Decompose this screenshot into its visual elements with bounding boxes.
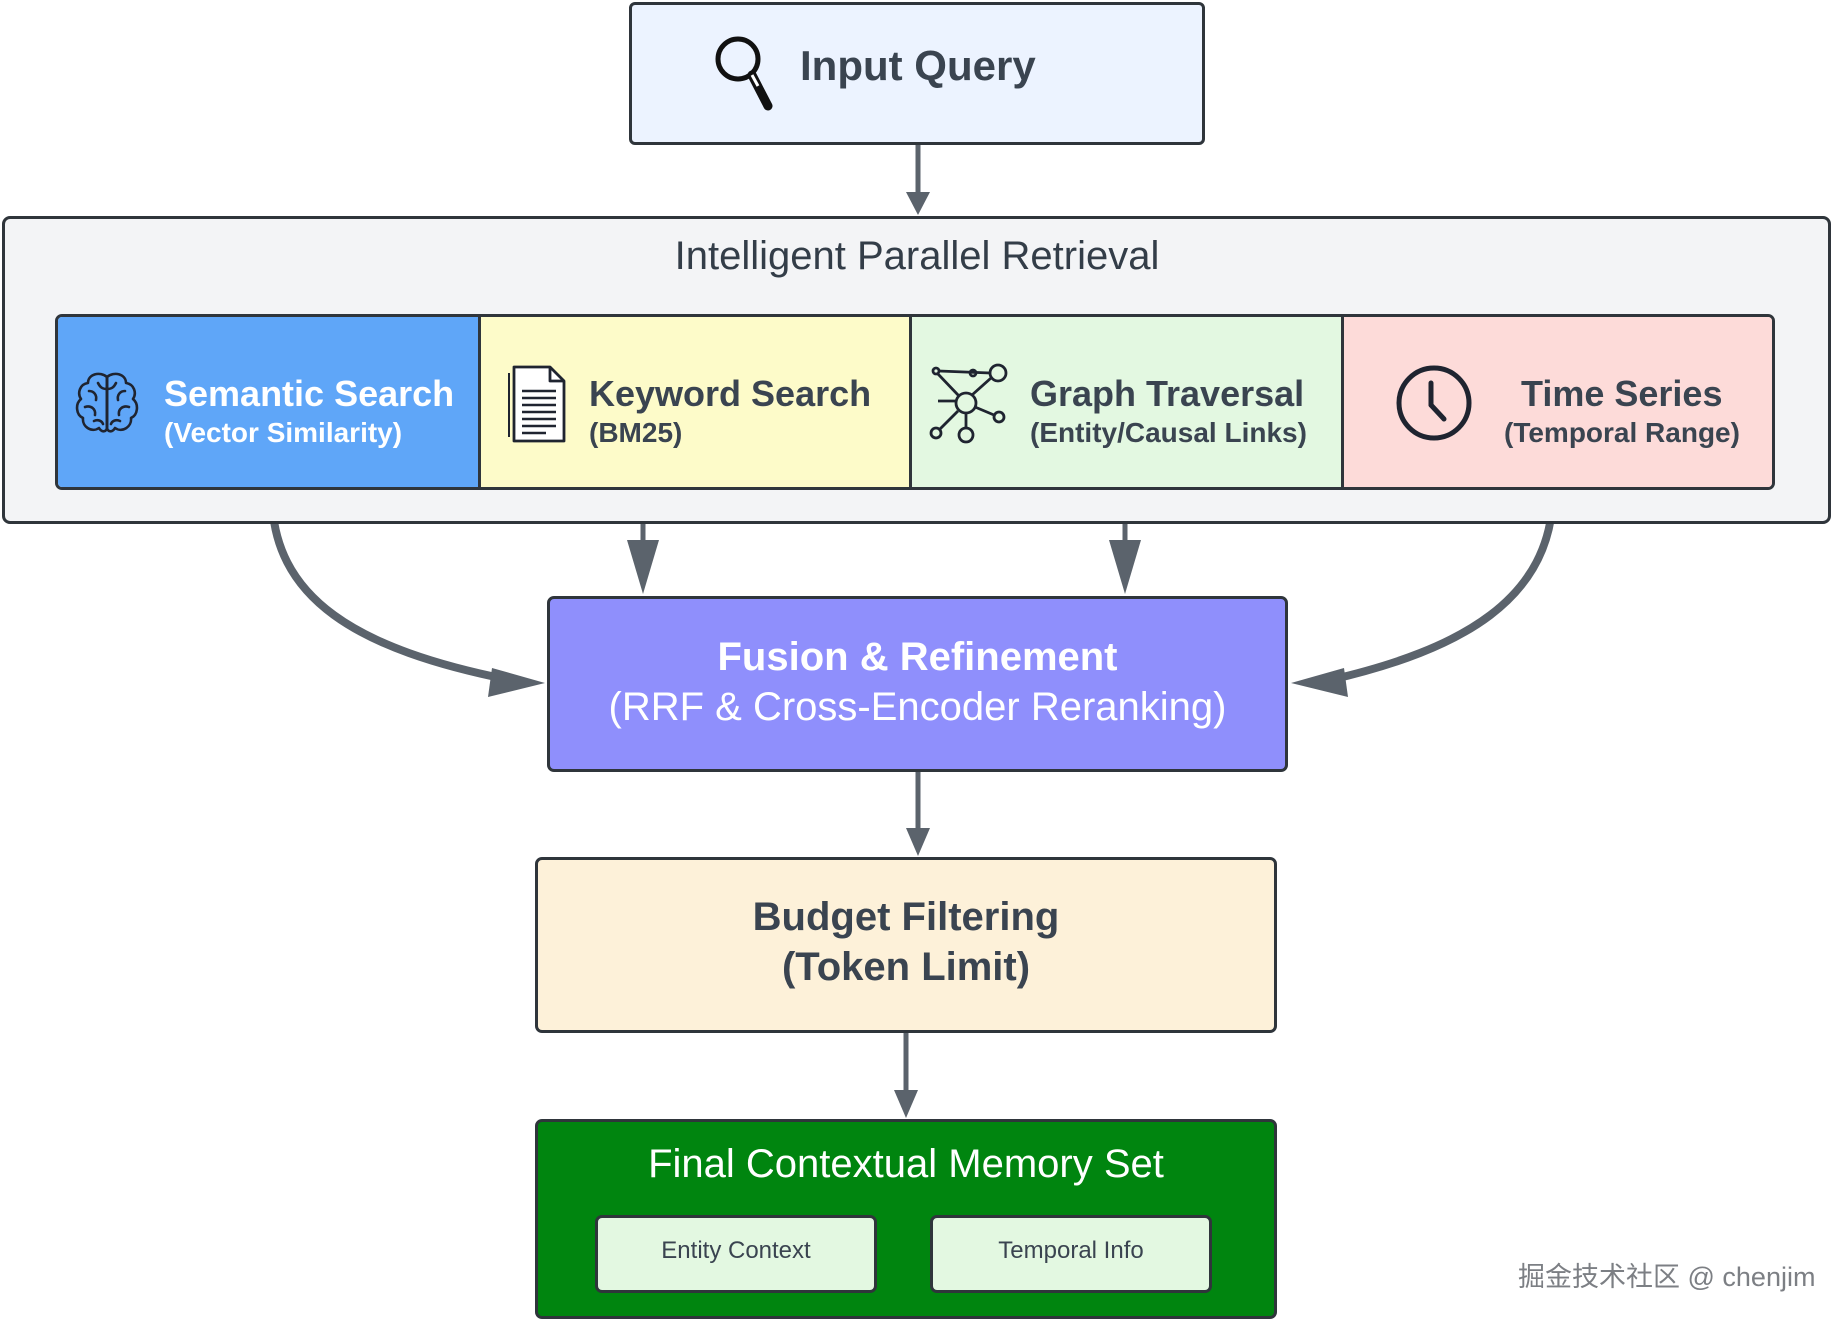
parallel-retrieval-title: Intelligent Parallel Retrieval [674,234,1160,278]
fusion-title: Fusion & Refinement [717,635,1118,679]
keyword-search-subtitle: (BM25) [589,417,683,448]
clock-icon [1396,365,1472,441]
semantic-search-subtitle: (Vector Similarity) [164,417,403,448]
time-series-title: Time Series [1521,373,1723,414]
entity-context-chip: Entity Context [595,1215,877,1293]
semantic-search-card: Semantic Search (Vector Similarity) [58,317,478,487]
budget-subtitle: (Token Limit) [781,945,1031,989]
magnifier-icon [715,36,773,111]
arrowhead-graph [1109,540,1141,594]
arrowhead-semantic [488,668,545,697]
brain-icon [75,372,139,433]
arrow-time-to-fusion [1329,490,1557,684]
keyword-search-card: Keyword Search (BM25) [478,317,909,487]
arrowhead-input [906,192,930,215]
arrowhead-fusion [906,828,930,856]
arrowhead-budget [894,1090,918,1118]
final-memory-set-box: Final Contextual Memory Set Entity Conte… [535,1119,1277,1319]
arrow-semantic-to-fusion [267,490,511,684]
fusion-subtitle: (RRF & Cross-Encoder Reranking) [608,685,1227,729]
keyword-search-title: Keyword Search [589,373,872,414]
watermark: 掘金技术社区 @ chenjim [1518,1262,1816,1292]
document-icon [508,365,566,443]
graph-traversal-title: Graph Traversal [1030,373,1305,414]
input-query-label: Input Query [800,42,1036,89]
budget-filtering-box: Budget Filtering (Token Limit) [535,857,1277,1033]
temporal-info-chip: Temporal Info [930,1215,1212,1293]
retrieval-methods-row: Semantic Search (Vector Similarity) Keyw… [55,314,1775,490]
arrowhead-time [1291,668,1348,697]
time-series-subtitle: (Temporal Range) [1504,417,1740,448]
arrowhead-keyword [627,540,659,594]
fusion-refinement-box: Fusion & Refinement (RRF & Cross-Encoder… [547,596,1288,772]
time-series-card: Time Series (Temporal Range) [1341,317,1772,487]
graph-traversal-subtitle: (Entity/Causal Links) [1030,417,1307,448]
final-memory-title: Final Contextual Memory Set [648,1142,1164,1186]
graph-icon [929,363,1008,444]
budget-title: Budget Filtering [752,895,1060,939]
semantic-search-title: Semantic Search [164,373,455,414]
graph-traversal-card: Graph Traversal (Entity/Causal Links) [909,317,1341,487]
